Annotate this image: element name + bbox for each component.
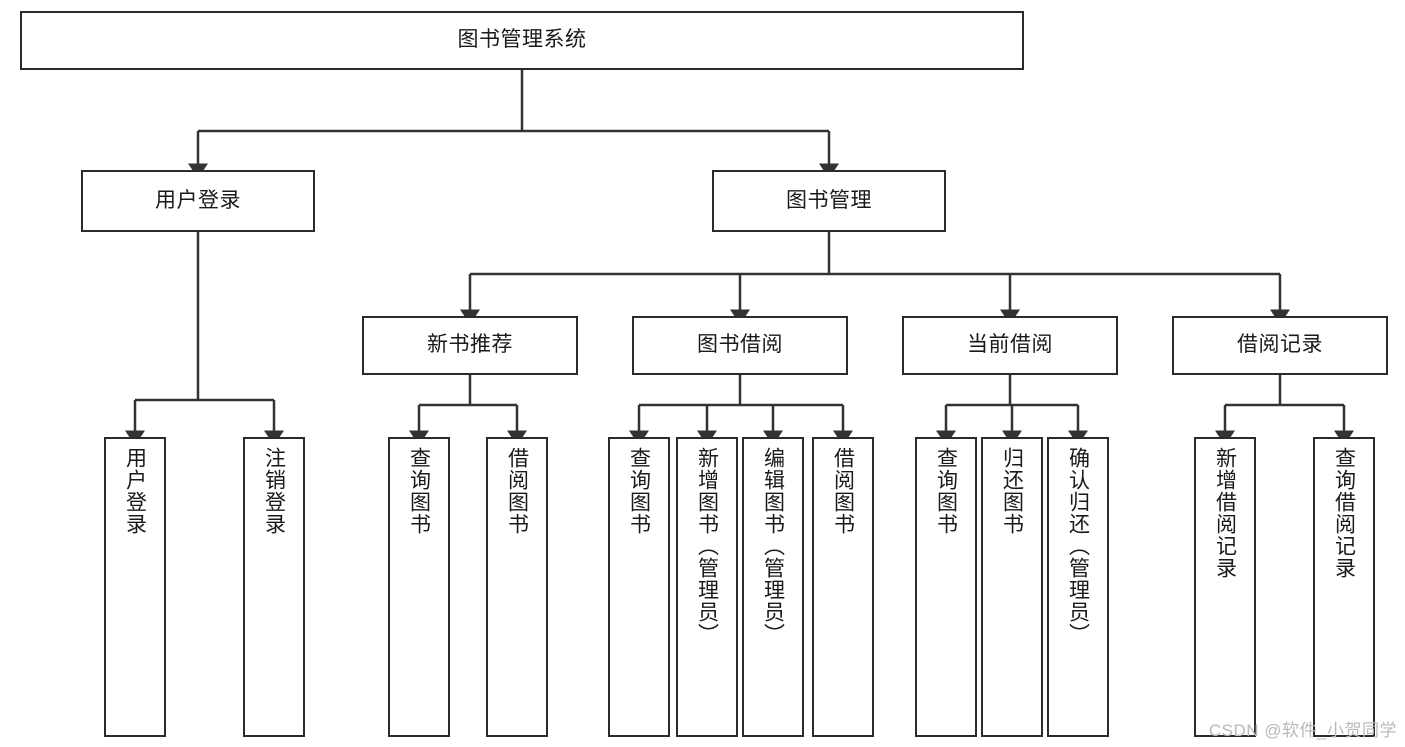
- node-login[interactable]: 用户登录: [81, 170, 315, 232]
- node-label: 查询借阅记录: [1332, 447, 1356, 579]
- node-borrow[interactable]: 图书借阅: [632, 316, 848, 375]
- edges-group: [125, 70, 1354, 446]
- node-label: 图书借阅: [697, 333, 783, 357]
- node-label: 新书推荐: [427, 333, 513, 357]
- node-root[interactable]: 图书管理系统: [20, 11, 1024, 70]
- node-label: 借阅图书: [505, 447, 529, 535]
- watermark: CSDN @软件_小贺同学: [1208, 721, 1397, 740]
- node-label: 图书管理: [786, 188, 872, 212]
- node-label: 编辑图书（管理员）: [761, 447, 785, 645]
- node-label: 图书管理系统: [457, 28, 587, 52]
- node-label: 借阅图书: [831, 447, 855, 535]
- node-label: 用户登录: [123, 447, 147, 535]
- node-leaf-add-record[interactable]: 新增借阅记录: [1194, 437, 1256, 737]
- node-leaf-query-book-3[interactable]: 查询图书: [915, 437, 977, 737]
- node-label: 用户登录: [155, 188, 241, 212]
- node-label: 确认归还（管理员）: [1066, 447, 1090, 645]
- node-leaf-return-book[interactable]: 归还图书: [981, 437, 1043, 737]
- node-label: 查询图书: [934, 447, 958, 535]
- node-label: 注销登录: [262, 447, 286, 535]
- node-leaf-user-login[interactable]: 用户登录: [104, 437, 166, 737]
- node-records[interactable]: 借阅记录: [1172, 316, 1388, 375]
- node-label: 新增图书（管理员）: [695, 447, 719, 645]
- node-bookmgmt[interactable]: 图书管理: [712, 170, 946, 232]
- node-leaf-add-book[interactable]: 新增图书（管理员）: [676, 437, 738, 737]
- node-label: 归还图书: [1000, 447, 1024, 535]
- node-newbook[interactable]: 新书推荐: [362, 316, 578, 375]
- node-leaf-query-book-1[interactable]: 查询图书: [388, 437, 450, 737]
- node-leaf-borrow-book-1[interactable]: 借阅图书: [486, 437, 548, 737]
- node-current[interactable]: 当前借阅: [902, 316, 1118, 375]
- node-leaf-confirm-return[interactable]: 确认归还（管理员）: [1047, 437, 1109, 737]
- node-label: 借阅记录: [1237, 333, 1323, 357]
- node-leaf-borrow-book-2[interactable]: 借阅图书: [812, 437, 874, 737]
- node-label: 当前借阅: [967, 333, 1053, 357]
- node-leaf-query-book-2[interactable]: 查询图书: [608, 437, 670, 737]
- node-label: 查询图书: [627, 447, 651, 535]
- node-leaf-query-record[interactable]: 查询借阅记录: [1313, 437, 1375, 737]
- node-label: 查询图书: [407, 447, 431, 535]
- node-label: 新增借阅记录: [1213, 447, 1237, 579]
- node-leaf-edit-book[interactable]: 编辑图书（管理员）: [742, 437, 804, 737]
- node-leaf-user-logout[interactable]: 注销登录: [243, 437, 305, 737]
